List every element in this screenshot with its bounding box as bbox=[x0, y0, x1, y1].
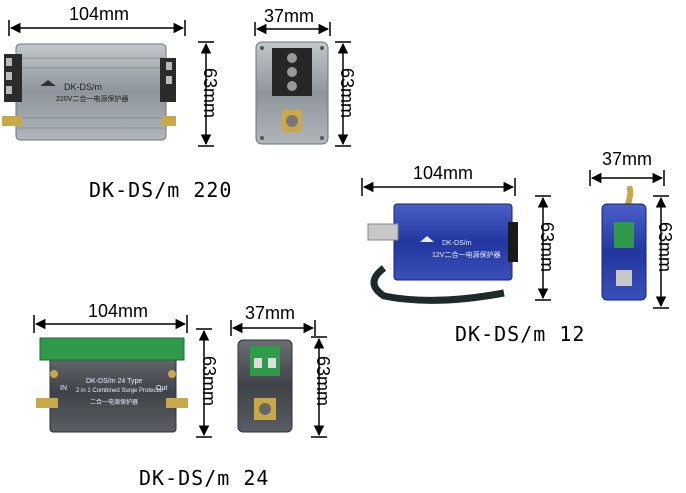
p1-front-device bbox=[2, 43, 176, 141]
p3-side-device bbox=[237, 339, 293, 433]
p1-depth-label: 37mm bbox=[264, 6, 315, 26]
p2-device-model: DK-DS/m bbox=[442, 240, 472, 247]
p3-width-label: 104mm bbox=[88, 301, 149, 321]
p3-height-label: 63mm bbox=[199, 356, 219, 407]
p2-depth-label: 37mm bbox=[602, 149, 653, 169]
p3-side-height-label: 63mm bbox=[313, 356, 333, 407]
p3-device-subtitle-cn: 二合一电源保护器 bbox=[90, 400, 139, 406]
p3-front-device bbox=[36, 337, 188, 433]
p3-device-model: DK-DS/m 24 Type bbox=[86, 378, 143, 385]
p1-side-device bbox=[255, 41, 329, 145]
p2-device-subtitle: 12V二合一电源保护器 bbox=[432, 252, 501, 259]
p2-caption: DK-DS/m 12 bbox=[455, 322, 586, 346]
p1-device-subtitle: 220V二合一电源保护器 bbox=[56, 96, 129, 103]
p1-side-height-label: 63mm bbox=[337, 68, 357, 119]
p2-width-label: 104mm bbox=[413, 163, 474, 183]
p1-height-label: 63mm bbox=[200, 68, 220, 119]
p3-out-label: Out bbox=[156, 385, 168, 392]
p2-side-height-label: 63mm bbox=[655, 222, 675, 273]
p2-height-label: 63mm bbox=[537, 222, 557, 273]
p1-caption: DK-DS/m 220 bbox=[89, 178, 233, 202]
p3-depth-label: 37mm bbox=[245, 303, 296, 323]
p2-front-device bbox=[367, 203, 518, 304]
p3-device-subtitle: 2 in 1 Combined Surge Protector bbox=[76, 388, 164, 394]
p3-in-label: IN bbox=[60, 385, 67, 392]
p2-side-device bbox=[601, 186, 647, 301]
p1-width-label: 104mm bbox=[69, 4, 130, 24]
p3-caption: DK-DS/m 24 bbox=[139, 466, 270, 490]
p1-device-model: DK-DS/m bbox=[64, 82, 102, 92]
